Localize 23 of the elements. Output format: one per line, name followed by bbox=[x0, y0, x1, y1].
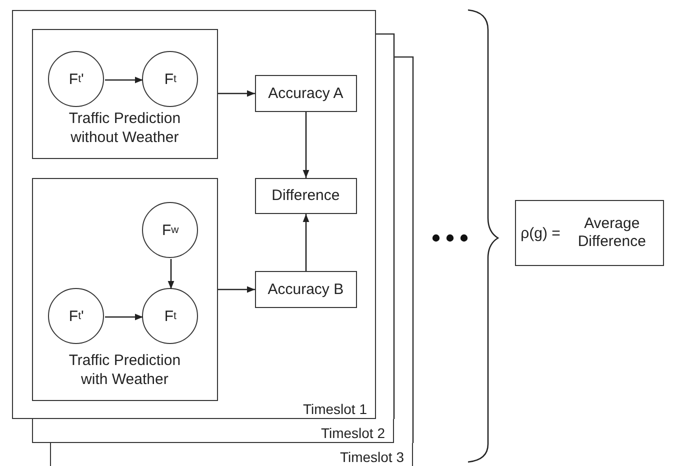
formula-box bbox=[515, 200, 664, 266]
frame-label: Timeslot 1 bbox=[302, 401, 367, 417]
formula-lhs: ρ(g) = bbox=[520, 224, 560, 242]
process-box: Accuracy A bbox=[254, 74, 357, 112]
arrow bbox=[218, 90, 255, 97]
group-label: Traffic Prediction without Weather bbox=[68, 108, 182, 148]
timeslot-frame bbox=[32, 419, 394, 443]
process-box: Accuracy B bbox=[254, 270, 357, 308]
frame-label: Timeslot 3 bbox=[340, 449, 404, 465]
group-label: Traffic Prediction with Weather bbox=[68, 350, 182, 390]
model-group-box bbox=[32, 178, 218, 401]
arrow bbox=[105, 76, 143, 84]
arrow bbox=[168, 259, 174, 289]
model-group-box bbox=[32, 28, 218, 159]
timeslot-frame bbox=[50, 443, 413, 466]
timeslot-frame bbox=[12, 10, 376, 419]
arrow bbox=[302, 112, 310, 178]
formula-fraction: Average Difference bbox=[576, 215, 647, 251]
arrow bbox=[218, 286, 255, 293]
process-box: Difference bbox=[254, 178, 357, 214]
arrow bbox=[105, 314, 143, 320]
frame-label: Timeslot 2 bbox=[320, 425, 385, 441]
arrow bbox=[302, 214, 310, 271]
